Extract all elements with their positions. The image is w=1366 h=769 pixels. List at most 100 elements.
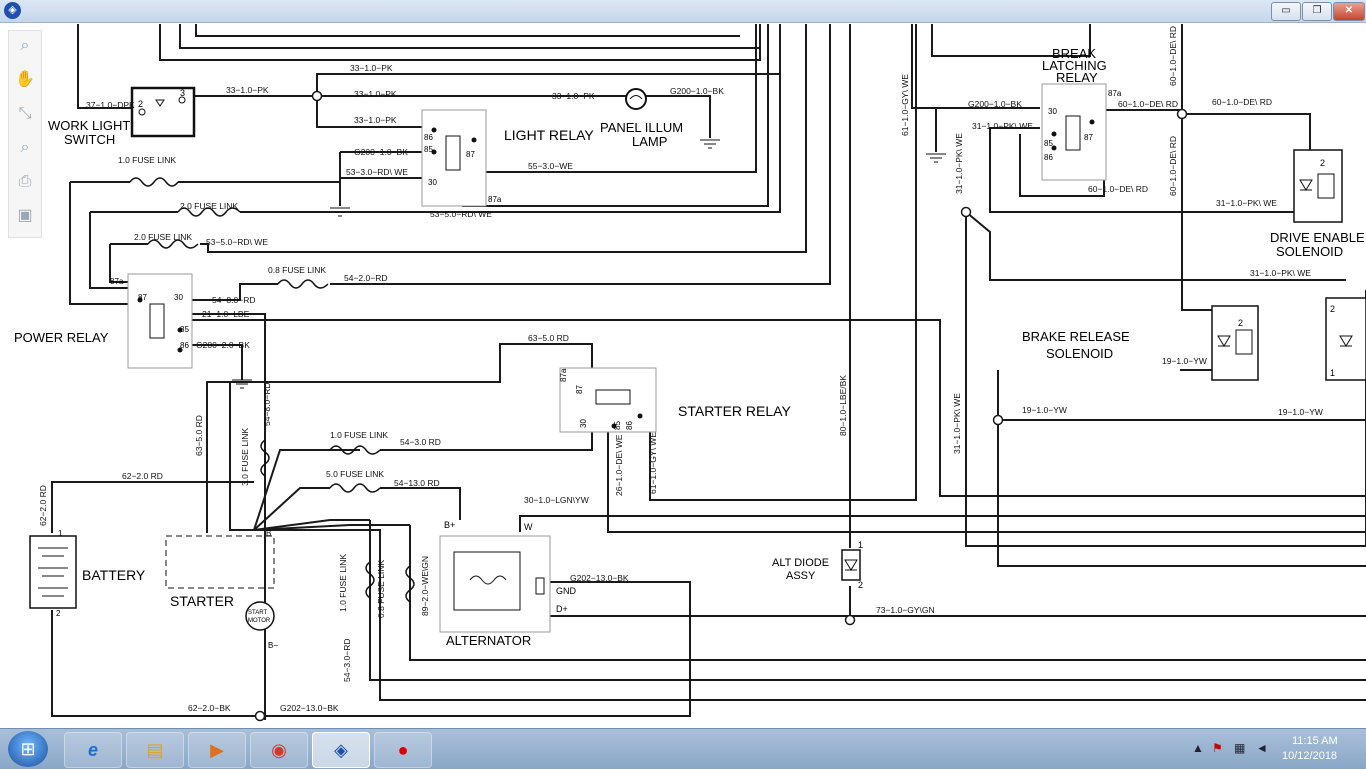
wire-label-60-c: 60−1.0−DE\ RD xyxy=(1088,184,1148,194)
latch-relay-pin-86: 86 xyxy=(1044,153,1053,162)
minimize-button[interactable]: ▭ xyxy=(1271,2,1301,21)
brake-release-solenoid: 2 BRAKE RELEASE SOLENOID 2 1 xyxy=(1022,297,1366,381)
system-tray: ▲ ⚑ ▦ ◄ 11:15 AM 10/12/2018 xyxy=(1188,729,1366,769)
search-icon[interactable]: ⌕ xyxy=(20,139,30,156)
fuse-label-2-0a: 2.0 FUSE LINK xyxy=(180,201,238,211)
zoom-icon[interactable]: ⌕ xyxy=(20,37,30,54)
light-relay-pin-30: 30 xyxy=(428,178,437,187)
wire-label-31-c: 31−1.0−PK\ WE xyxy=(1250,268,1311,278)
alternator-label: ALTERNATOR xyxy=(446,633,531,648)
internet-explorer-icon[interactable]: e xyxy=(64,732,122,768)
battery: 1 2 BATTERY xyxy=(29,529,146,618)
ground-symbol-2 xyxy=(926,153,946,163)
clock-time[interactable]: 11:15 AM xyxy=(1292,735,1338,747)
diode-terminal-2: 2 xyxy=(858,580,863,590)
wire-label-g200-light: G200−1.0−BK xyxy=(354,147,408,157)
wire-label-55: 55−3.0−WE xyxy=(528,161,573,171)
starter-relay-pin-85: 85 xyxy=(613,421,622,430)
fuse-label-0-8: 0.8 FUSE LINK xyxy=(268,265,326,275)
wire-labels: 33−1.0−PK 37−1.0−DPK 33−1.0−PK 33−1.0−PK… xyxy=(38,26,1323,713)
light-relay: 86 85 87 30 87a LIGHT RELAY xyxy=(421,109,594,207)
title-bar: ◈ ▭ ❐ ✕ xyxy=(0,0,1366,23)
fuse-label-1-0: 1.0 FUSE LINK xyxy=(118,155,176,165)
starter: START MOTOR B B− STARTER xyxy=(165,529,278,650)
starter-relay: 87a 87 30 85 86 STARTER RELAY xyxy=(559,367,791,433)
fit-icon[interactable]: ⤡ xyxy=(18,105,32,122)
start-button[interactable]: ⊞ xyxy=(8,731,48,767)
wire-label-54-8v: 54−8.0−RD xyxy=(262,383,272,426)
wire-label-g200-power: G200−2.0−BK xyxy=(196,340,250,350)
battery-label: BATTERY xyxy=(82,567,146,583)
wire-label-60-b: 60−1.0−DE\ RD xyxy=(1212,97,1272,107)
break-latching-label-2: LATCHING xyxy=(1042,58,1107,73)
chrome-icon[interactable]: ◉ xyxy=(250,732,308,768)
wire-label-54-2: 54−2.0−RD xyxy=(344,273,387,283)
power-relay-pin-30: 30 xyxy=(174,293,183,302)
start-motor-label: START xyxy=(248,610,267,616)
recorder-icon[interactable]: ● xyxy=(374,732,432,768)
wire-label-19-c: 19−1.0−YW xyxy=(1278,407,1323,417)
splice-points xyxy=(254,90,1188,722)
drive-enable-label-2: SOLENOID xyxy=(1276,244,1343,259)
app-logo-icon[interactable]: ◈ xyxy=(4,2,21,19)
wire-label-54-3: 54−3.0 RD xyxy=(400,437,441,447)
wire-label-62-2v: 62−2.0 RD xyxy=(38,485,48,526)
wire-label-54-3v: 54−3.0−RD xyxy=(342,639,352,682)
diode-terminal-1: 1 xyxy=(858,540,863,550)
wire-label-62-2a: 62−2.0 RD xyxy=(122,471,163,481)
wire-label-33-c: 33−1.0−PK xyxy=(552,91,595,101)
wire-label-61-top: 61−1.0−GY\ WE xyxy=(900,74,910,136)
close-button[interactable]: ✕ xyxy=(1333,2,1365,21)
alternator-terminal-w: W xyxy=(524,522,533,532)
starter-relay-label: STARTER RELAY xyxy=(678,403,791,419)
media-player-icon[interactable]: ▶ xyxy=(188,732,246,768)
alternator-terminal-dplus: D+ xyxy=(556,604,568,614)
wire-label-54-8: 54−8.0−RD xyxy=(212,295,255,305)
drive-sol-terminal-2: 2 xyxy=(1320,158,1325,168)
power-relay-pin-85: 85 xyxy=(180,325,189,334)
wire-label-33-a: 33−1.0−PK xyxy=(226,85,269,95)
clock-date[interactable]: 10/12/2018 xyxy=(1282,750,1338,762)
break-latching-label: BREAK xyxy=(1052,46,1096,61)
wire-label-30: 30−1.0−LGN\YW xyxy=(524,495,589,505)
power-relay-label: POWER RELAY xyxy=(14,330,109,345)
ground-symbol xyxy=(330,207,350,217)
brake-sol-terminal-2: 2 xyxy=(1238,318,1243,328)
fuse-label-3-0: 3.0 FUSE LINK xyxy=(240,428,250,486)
fuse-links xyxy=(129,177,415,603)
wire-label-53-3: 53−3.0−RD\ WE xyxy=(346,167,408,177)
tray-arrow-icon[interactable]: ▲ xyxy=(1192,741,1204,755)
wire-label-g202-bot: G202−13.0−BK xyxy=(280,703,339,713)
wire-label-33-top: 33−1.0−PK xyxy=(350,63,393,73)
wiring-diagram: 2 3 WORK LIGHT SWITCH 86 85 87 30 87a LI… xyxy=(14,24,1366,722)
wires xyxy=(51,24,1366,720)
wire-label-g200-brake: G200−1.0−BK xyxy=(968,99,1022,109)
fuse-label-5-0: 5.0 FUSE LINK xyxy=(326,469,384,479)
wire-label-63-5a: 63−5.0 RD xyxy=(528,333,569,343)
hand-icon[interactable]: ✋ xyxy=(15,71,35,88)
alt-diode-label: ALT DIODE xyxy=(772,557,829,569)
starter-relay-pin-87: 87 xyxy=(575,385,584,394)
brake-release-label-2: SOLENOID xyxy=(1046,346,1113,361)
file-explorer-icon[interactable]: ▤ xyxy=(126,732,184,768)
save-icon[interactable]: ▣ xyxy=(17,207,33,224)
drive-enable-label: DRIVE ENABLE xyxy=(1270,230,1365,245)
maximize-button[interactable]: ❐ xyxy=(1302,2,1332,21)
power-relay-pin-86: 86 xyxy=(180,341,189,350)
wire-label-80: 80−1.0−LBE/BK xyxy=(838,375,848,436)
wire-label-19-a: 19−1.0−YW xyxy=(1162,356,1207,366)
action-center-icon[interactable]: ⚑ xyxy=(1212,741,1223,755)
viewer-app-icon[interactable]: ◈ xyxy=(312,732,370,768)
volume-icon[interactable]: ◄ xyxy=(1256,741,1268,755)
wire-label-33-d: 33−1.0−PK xyxy=(354,115,397,125)
network-icon[interactable]: ▦ xyxy=(1234,741,1246,755)
starter-terminal-bminus: B− xyxy=(268,641,278,650)
diode-block-terminal-2: 2 xyxy=(1330,304,1335,314)
work-light-switch-label: WORK LIGHT xyxy=(48,118,130,133)
brake-release-label: BRAKE RELEASE xyxy=(1022,329,1130,344)
starter-relay-pin-86: 86 xyxy=(625,421,634,430)
print-icon[interactable]: ⎙ xyxy=(18,173,32,190)
wire-label-31-b: 31−1.0−PK\ WE xyxy=(1216,198,1277,208)
wire-label-54-13: 54−13.0 RD xyxy=(394,478,440,488)
starter-label: STARTER xyxy=(170,593,234,609)
